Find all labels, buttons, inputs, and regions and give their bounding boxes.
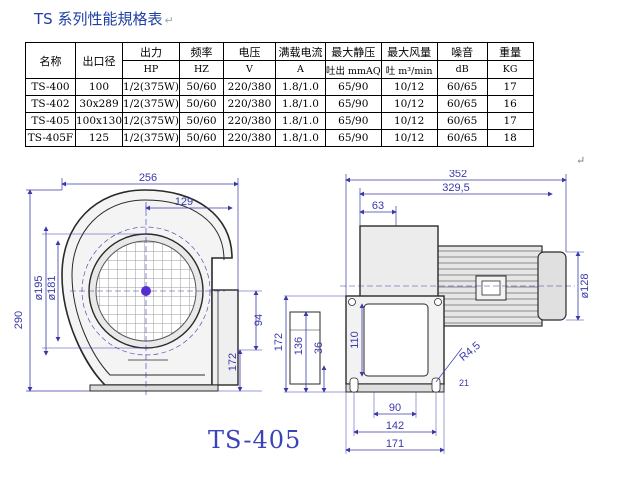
table-cell: 1.8/1.0 [274,112,326,130]
dim-352: 352 [449,170,467,180]
table-cell: 1.8/1.0 [274,95,326,113]
header-noise: 噪音 [436,42,488,61]
return-mark: ↵ [164,14,174,27]
dim-136: 136 [293,337,305,355]
base-plate [345,383,445,393]
dim-290: 290 [13,311,25,329]
table-cell: 65/90 [324,129,382,147]
header-power: 出力 [122,42,180,61]
spec-title-text: TS 系列性能規格表 [34,10,163,28]
header-weight: 重量 [486,42,534,61]
table-cell: 30x289 [74,95,124,113]
table-cell: TS-402 [25,95,76,113]
header-airflow: 最大风量 [380,42,438,61]
unit-pressure: 吐出 mmAQ [324,60,382,79]
table-cell: 1.8/1.0 [274,129,326,147]
dim-181: ø181 [46,275,58,300]
dim-21: 21 [459,378,469,388]
dim-129: 129 [175,196,193,208]
model-label: TS-405 [208,426,302,454]
spec-title: TS 系列性能規格表↵ [34,8,174,29]
spec-table: 名称 出口径 出力 频率 电压 满载电流 最大静压 最大风量 噪音 重量 HP … [25,42,534,147]
header-current: 满载电流 [274,42,326,61]
dim-3295: 329,5 [442,182,470,194]
header-voltage: 电压 [222,42,276,61]
dim-171: 171 [386,438,404,450]
front-view: 256 129 290 ø195 ø181 94 172 [13,172,265,395]
housing-inner-line [71,199,225,376]
dim-r45: R4,5 [457,340,483,364]
table-cell: 220/380 [222,129,276,147]
table-cell: 220/380 [222,95,276,113]
table-cell: 1/2(375W) [122,95,180,113]
dim-110: 110 [349,331,361,349]
table-cell: TS-400 [25,78,76,96]
table-cell: 60/65 [436,95,488,113]
table-header-row: 名称 出口径 出力 频率 电压 满载电流 最大静压 最大风量 噪音 重量 [25,42,534,79]
table-cell: 1/2(375W) [122,129,180,147]
side-view: 352 329,5 63 ø128 172 136 36 110 R4,5 90… [273,170,591,454]
table-cell: 18 [486,129,534,147]
dim-172-left: 172 [227,353,239,371]
table-unit-row: HP HZ V A 吐出 mmAQ 吐 m³/min dB KG [26,60,534,79]
unit-power: HP [122,60,180,79]
table-cell: 100 [74,78,124,96]
table-cell: 17 [486,78,534,96]
table-cell: 65/90 [324,95,382,113]
dim-94: 94 [253,314,265,326]
blower-drawing: 256 129 290 ø195 ø181 94 172 [13,170,591,454]
dim-195: ø195 [33,275,45,300]
table-cell: 10/12 [380,129,438,147]
table-cell: 50/60 [178,95,224,113]
table-cell: 16 [486,95,534,113]
dim-63: 63 [372,200,384,212]
dim-172-right: 172 [273,333,285,351]
table-cell: 50/60 [178,129,224,147]
table-cell: 50/60 [178,78,224,96]
unit-frequency: HZ [178,60,224,79]
header-name: 名称 [25,42,76,79]
table-cell: 100x130 [74,112,124,130]
outlet-profile [289,311,321,385]
table-cell: 220/380 [222,112,276,130]
dim-142: 142 [386,420,404,432]
outlet-flange [211,289,239,386]
table-cell: 125 [74,129,124,147]
unit-weight: KG [486,60,534,79]
table-cell: 60/65 [436,112,488,130]
table-cell: TS-405F [25,129,76,147]
table-return-mark: ↵ [576,154,586,167]
table-cell: TS-405 [25,112,76,130]
header-pressure: 最大静压 [324,42,382,61]
table-cell: 10/12 [380,112,438,130]
unit-current: A [274,60,326,79]
table-cell: 1.8/1.0 [274,78,326,96]
unit-airflow: 吐 m³/min [380,60,438,79]
table-cell: 60/65 [436,78,488,96]
dim-128: ø128 [579,273,591,298]
base-foot [89,384,219,392]
dim-36: 36 [313,342,325,354]
header-frequency: 频率 [178,42,224,61]
table-cell: 1/2(375W) [122,78,180,96]
dim-90: 90 [389,402,401,414]
table-cell: 50/60 [178,112,224,130]
table-cell: 10/12 [380,78,438,96]
table-cell: 17 [486,112,534,130]
table-cell: 65/90 [324,78,382,96]
table-cell: 10/12 [380,95,438,113]
table-cell: 1/2(375W) [122,112,180,130]
dim-256: 256 [139,172,157,184]
table-cell: 65/90 [324,112,382,130]
table-cell: 220/380 [222,78,276,96]
unit-voltage: V [222,60,276,79]
header-outlet: 出口径 [74,42,124,79]
table-cell: 60/65 [436,129,488,147]
unit-noise: dB [436,60,488,79]
